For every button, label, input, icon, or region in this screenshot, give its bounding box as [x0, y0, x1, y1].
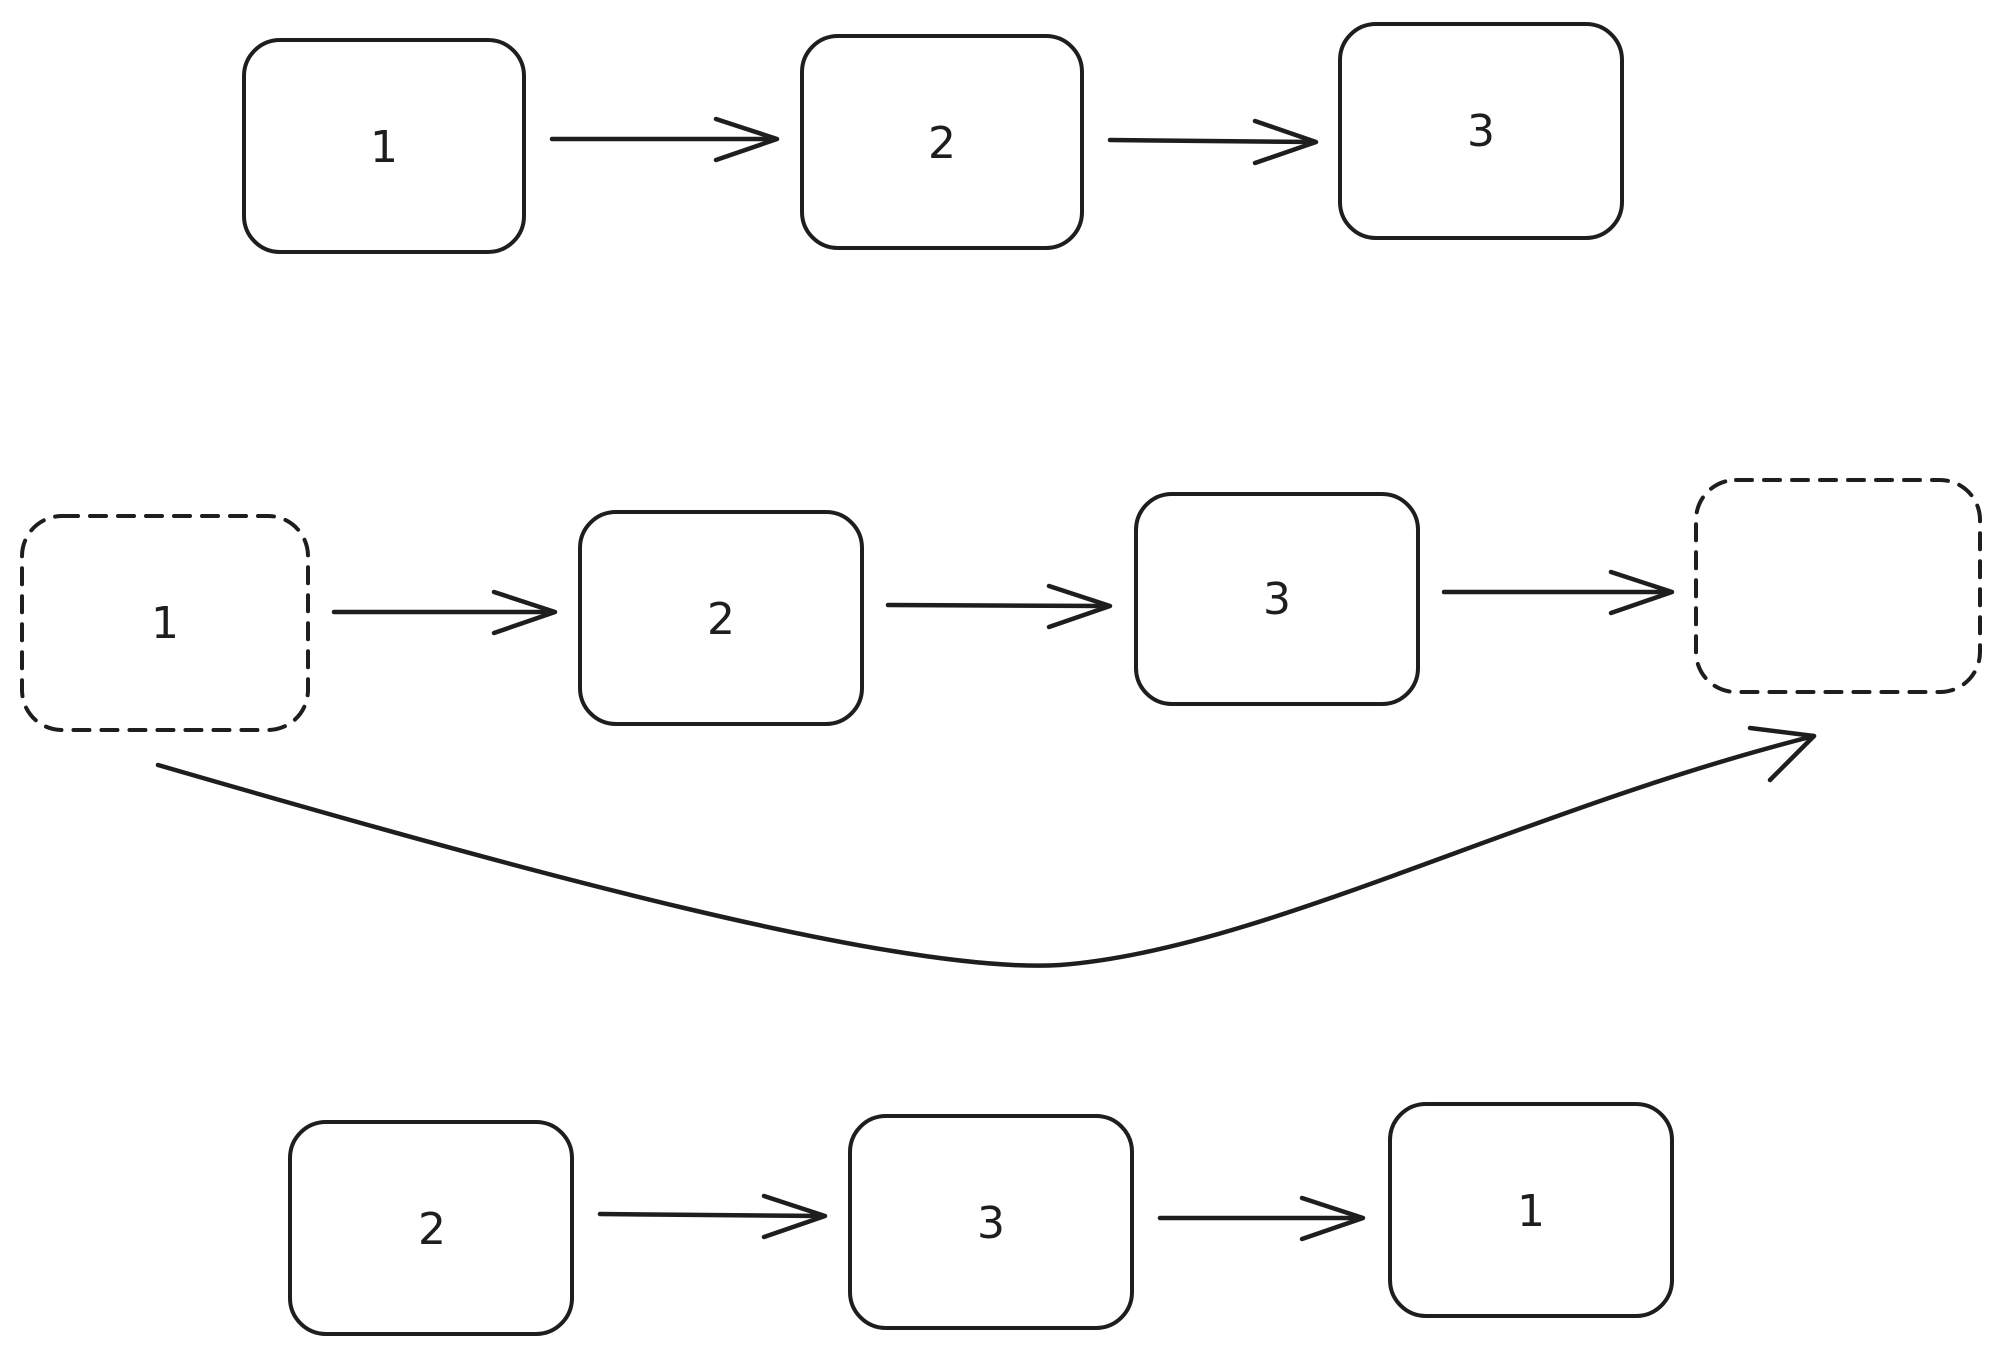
row-1: 1 2 3 — [242, 22, 1624, 254]
node-label: 1 — [1517, 1186, 1545, 1237]
node-label: 2 — [418, 1204, 446, 1255]
node-label: 1 — [151, 598, 179, 649]
arrow — [885, 583, 1113, 630]
node-label: 3 — [1467, 106, 1495, 157]
node-box: 3 — [848, 1114, 1134, 1330]
node-box: 3 — [1338, 22, 1624, 240]
node-box: 3 — [1134, 492, 1420, 706]
dashed-node-box: 1 — [20, 514, 310, 732]
node-label: 1 — [370, 122, 398, 173]
node-label: 3 — [1263, 574, 1291, 625]
row-2: 1 2 3 — [20, 478, 1982, 968]
arrow — [331, 589, 558, 636]
node-box: 2 — [578, 510, 864, 726]
node-label: 3 — [977, 1198, 1005, 1249]
node-label: 2 — [928, 118, 956, 169]
arrow — [1107, 118, 1319, 166]
arrow — [1441, 569, 1675, 616]
row-3: 2 3 1 — [288, 1102, 1674, 1336]
curved-arrow — [155, 725, 1817, 968]
node-box: 1 — [242, 38, 526, 254]
arrow — [597, 1193, 828, 1240]
node-box: 1 — [1388, 1102, 1674, 1318]
node-box: 2 — [800, 34, 1084, 250]
arrow — [549, 116, 780, 163]
node-box: 2 — [288, 1120, 574, 1336]
node-label: 2 — [707, 594, 735, 645]
dashed-empty-slot — [1694, 478, 1982, 694]
arrow — [1157, 1195, 1366, 1242]
